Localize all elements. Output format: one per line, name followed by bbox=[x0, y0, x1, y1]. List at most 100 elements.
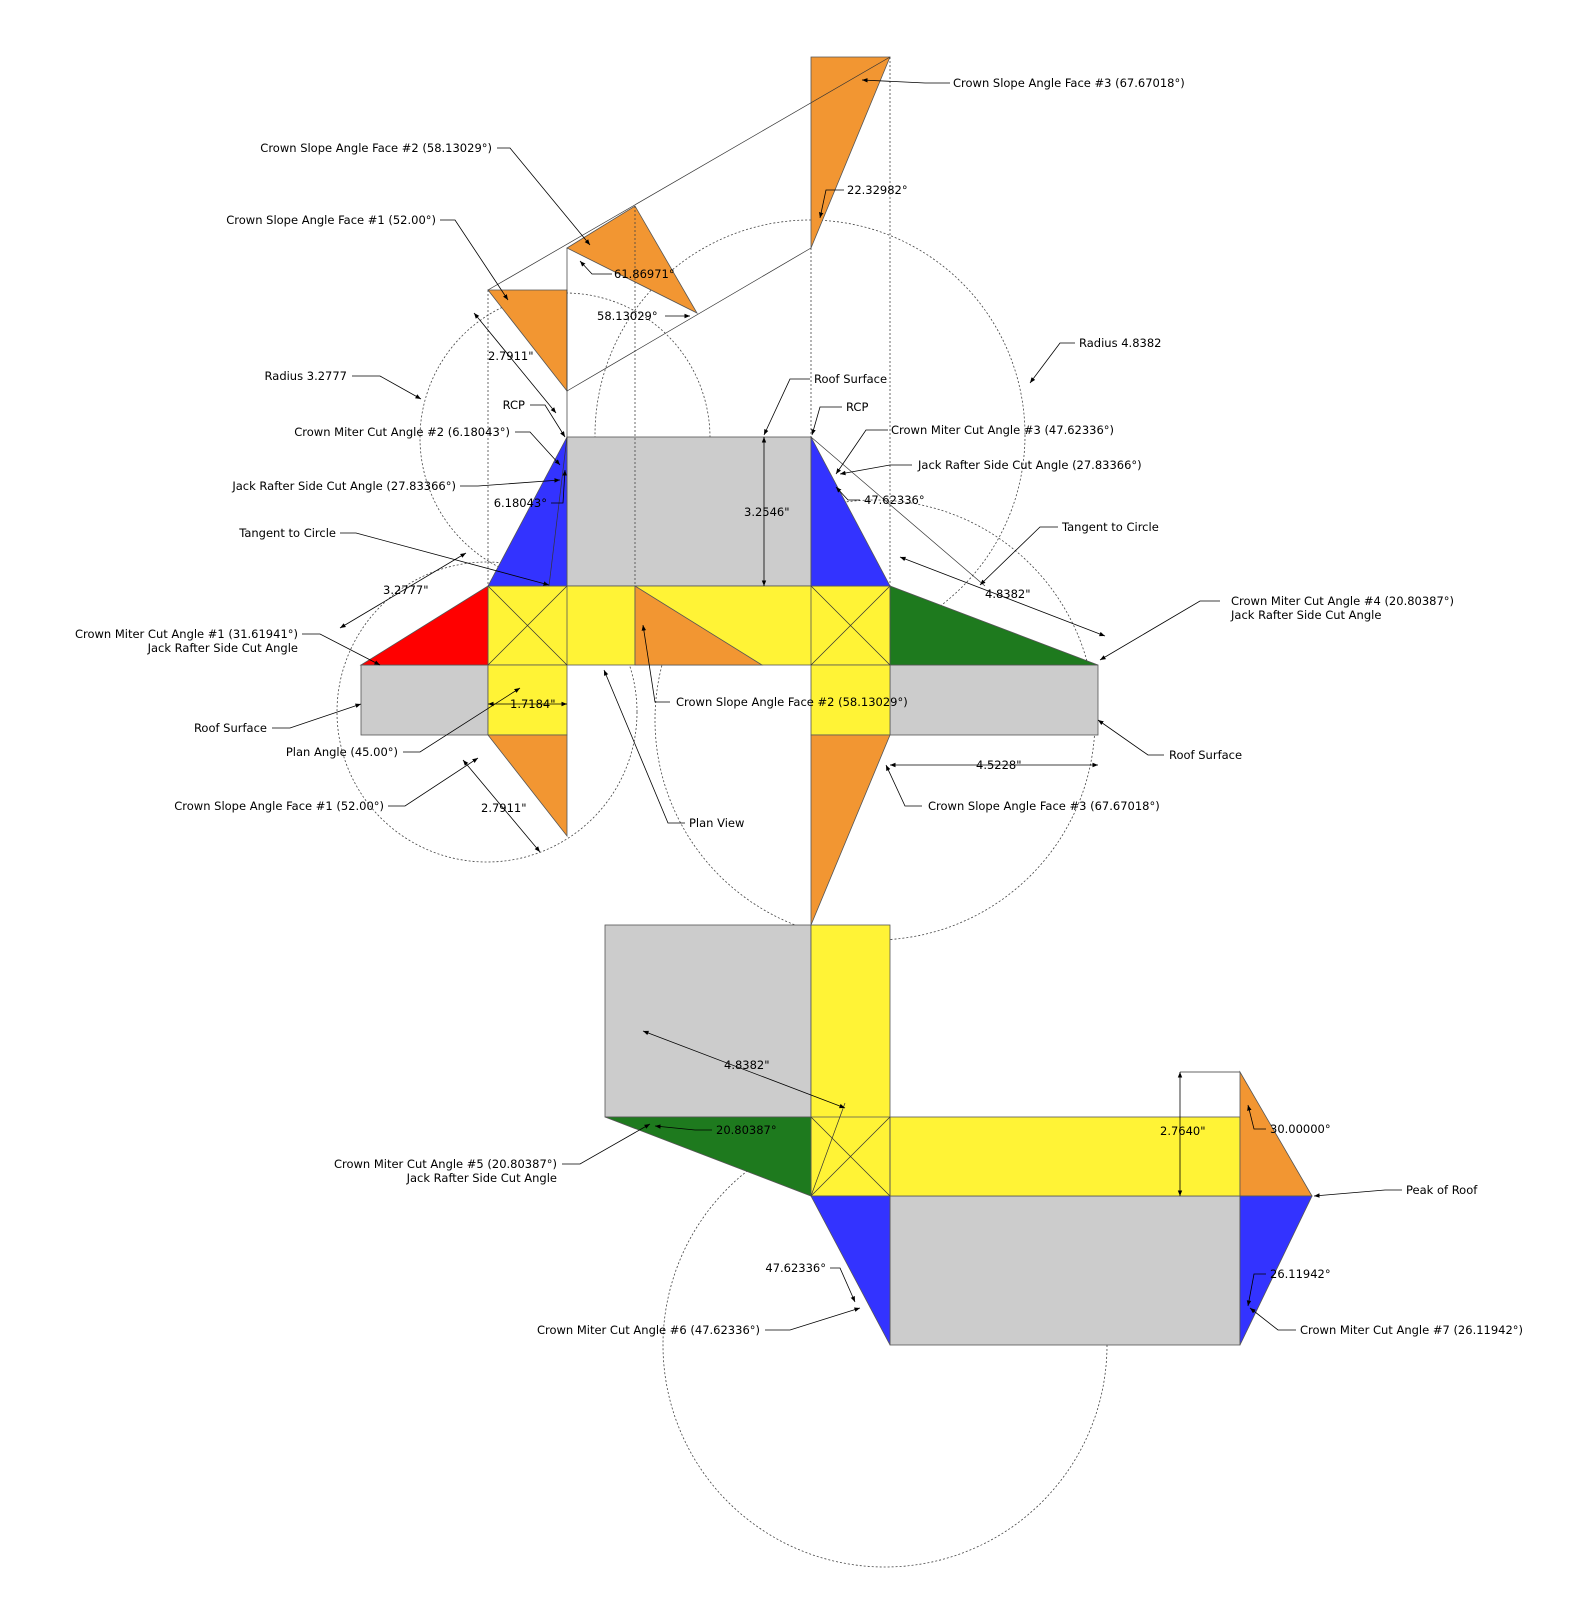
label-angle-4762-top: 47.62336° bbox=[864, 493, 925, 507]
label-dim-48382-top: 4.8382" bbox=[985, 587, 1031, 601]
label-crown-slope-face-1-low: Crown Slope Angle Face #1 (52.00°) bbox=[174, 799, 384, 813]
label-roof-surface-right: Roof Surface bbox=[1169, 748, 1242, 762]
dim-line-27911-low bbox=[462, 759, 541, 853]
leader-30 bbox=[1247, 1104, 1266, 1130]
label-angle-22: 22.32982° bbox=[847, 183, 908, 197]
label-crown-slope-face-3-top: Crown Slope Angle Face #3 (67.67018°) bbox=[953, 76, 1185, 90]
dim-line-48382-low bbox=[642, 1030, 846, 1109]
plan-diagonal-2 bbox=[487, 585, 568, 666]
miter-cut-6-blue bbox=[810, 1195, 891, 1346]
leader-roof-left bbox=[272, 703, 362, 729]
slope-face-3-low bbox=[810, 734, 891, 926]
leader-miter-5 bbox=[562, 1123, 651, 1165]
label-jack-side-cut-left: Jack Rafter Side Cut Angle (27.83366°) bbox=[231, 479, 456, 493]
slope-face-1-top bbox=[487, 289, 568, 393]
leader-618 bbox=[551, 469, 567, 504]
leader-rcp-left bbox=[530, 404, 566, 438]
label-dim-27640: 2.7640" bbox=[1160, 1124, 1206, 1138]
roof-surface-top-center bbox=[566, 436, 812, 587]
leader-plan-view bbox=[603, 669, 685, 824]
leader-radius-32 bbox=[352, 375, 422, 400]
miter-cut-3-blue bbox=[810, 436, 891, 587]
label-radius-48382: Radius 4.8382 bbox=[1079, 336, 1161, 350]
label-angle-4762-low: 47.62336° bbox=[765, 1261, 826, 1275]
slope-face-2-top bbox=[566, 205, 699, 314]
label-miter-cut-5-line1: Crown Miter Cut Angle #5 (20.80387°) bbox=[334, 1157, 557, 1171]
label-tangent-right: Tangent to Circle bbox=[1061, 520, 1159, 534]
radius-circle-left-lower bbox=[336, 561, 638, 863]
miter-cut-1-red bbox=[359, 585, 489, 666]
leader-rcp-right bbox=[811, 406, 842, 436]
label-dim-32777: 3.2777" bbox=[383, 583, 429, 597]
roof-surface-mid-left bbox=[604, 924, 812, 1118]
slope-face-1-low bbox=[487, 734, 568, 838]
roof-surfaces bbox=[360, 436, 1241, 1346]
plan-strip-vertical bbox=[810, 924, 891, 1197]
label-miter-cut-2: Crown Miter Cut Angle #2 (6.18043°) bbox=[294, 425, 510, 439]
slope-face-2-plan bbox=[634, 585, 764, 666]
label-dim-32546: 3.2546" bbox=[744, 505, 790, 519]
label-crown-slope-face-2-mid: Crown Slope Angle Face #2 (58.13029°) bbox=[676, 695, 908, 709]
label-tangent-left: Tangent to Circle bbox=[238, 526, 336, 540]
leader-22 bbox=[818, 189, 844, 219]
label-miter-cut-7: Crown Miter Cut Angle #7 (26.11942°) bbox=[1300, 1323, 1523, 1337]
leader-face2-top bbox=[497, 147, 591, 246]
label-roof-surface-top: Roof Surface bbox=[814, 372, 887, 386]
leader-miter-2 bbox=[515, 431, 561, 466]
label-plan-view: Plan View bbox=[689, 816, 744, 830]
leader-plan-angle bbox=[403, 687, 521, 753]
label-peak-of-roof: Peak of Roof bbox=[1406, 1183, 1478, 1197]
leader-4762-low bbox=[830, 1267, 856, 1303]
tangent-line-left bbox=[548, 436, 568, 587]
label-dim-45228: 4.5228" bbox=[976, 758, 1022, 772]
roof-surface-left bbox=[360, 664, 489, 736]
label-miter-cut-1-line2: Jack Rafter Side Cut Angle bbox=[147, 641, 298, 655]
label-dim-27911-top: 2.7911" bbox=[488, 349, 534, 363]
leader-miter-7 bbox=[1249, 1307, 1296, 1331]
leader-miter-3 bbox=[835, 429, 888, 475]
dimension-lines bbox=[339, 312, 1183, 1196]
label-roof-surface-left: Roof Surface bbox=[194, 721, 267, 735]
plan-strip-right-leg bbox=[810, 664, 891, 736]
leader-2611 bbox=[1246, 1273, 1266, 1307]
dim-line-32777 bbox=[339, 552, 467, 629]
leader-lines bbox=[272, 78, 1402, 1331]
label-miter-cut-4-line1: Crown Miter Cut Angle #4 (20.80387°) bbox=[1231, 594, 1454, 608]
label-rcp-left: RCP bbox=[503, 398, 525, 412]
label-angle-30: 30.00000° bbox=[1270, 1122, 1331, 1136]
label-angle-2080: 20.80387° bbox=[716, 1123, 777, 1137]
leader-face2-mid bbox=[641, 624, 670, 703]
label-dim-27911-low: 2.7911" bbox=[481, 801, 527, 815]
leader-roof-top bbox=[763, 378, 810, 436]
label-angle-618: 6.18043° bbox=[494, 496, 547, 510]
leader-4762-top bbox=[835, 486, 860, 501]
plan-diagonal-4 bbox=[810, 585, 891, 666]
miter-cut-2-blue bbox=[487, 436, 568, 587]
label-dim-17184: 1.7184" bbox=[510, 697, 556, 711]
leader-miter-6 bbox=[765, 1307, 861, 1331]
label-dim-48382-low: 4.8382" bbox=[724, 1058, 770, 1072]
leader-miter-1 bbox=[302, 633, 381, 666]
label-jack-side-cut-right: Jack Rafter Side Cut Angle (27.83366°) bbox=[917, 458, 1142, 472]
leader-face3-top bbox=[861, 78, 950, 84]
leader-tangent-right bbox=[979, 526, 1058, 586]
slope-band-upper bbox=[487, 56, 891, 291]
text-labels: Crown Slope Angle Face #3 (67.67018°) Cr… bbox=[75, 76, 1523, 1337]
leader-peak bbox=[1313, 1189, 1402, 1198]
miter-cut-7-blue bbox=[1239, 1195, 1313, 1346]
label-crown-slope-face-2-top: Crown Slope Angle Face #2 (58.13029°) bbox=[260, 141, 492, 155]
leader-radius-48 bbox=[1029, 342, 1075, 384]
label-rcp-right: RCP bbox=[846, 400, 868, 414]
slope-face-3-top bbox=[810, 56, 891, 249]
leader-miter-4 bbox=[1099, 600, 1220, 661]
leader-jack-right bbox=[839, 464, 912, 476]
plan-view-yellow bbox=[487, 585, 1241, 1197]
label-crown-slope-face-1-top: Crown Slope Angle Face #1 (52.00°) bbox=[226, 213, 436, 227]
label-miter-cut-4-line2: Jack Rafter Side Cut Angle bbox=[1230, 608, 1381, 622]
label-angle-2611: 26.11942° bbox=[1270, 1267, 1331, 1281]
roof-surface-right bbox=[889, 664, 1099, 736]
leader-face1-top bbox=[440, 219, 509, 301]
leader-tangent-left bbox=[340, 532, 550, 586]
leader-2080 bbox=[654, 1124, 712, 1131]
